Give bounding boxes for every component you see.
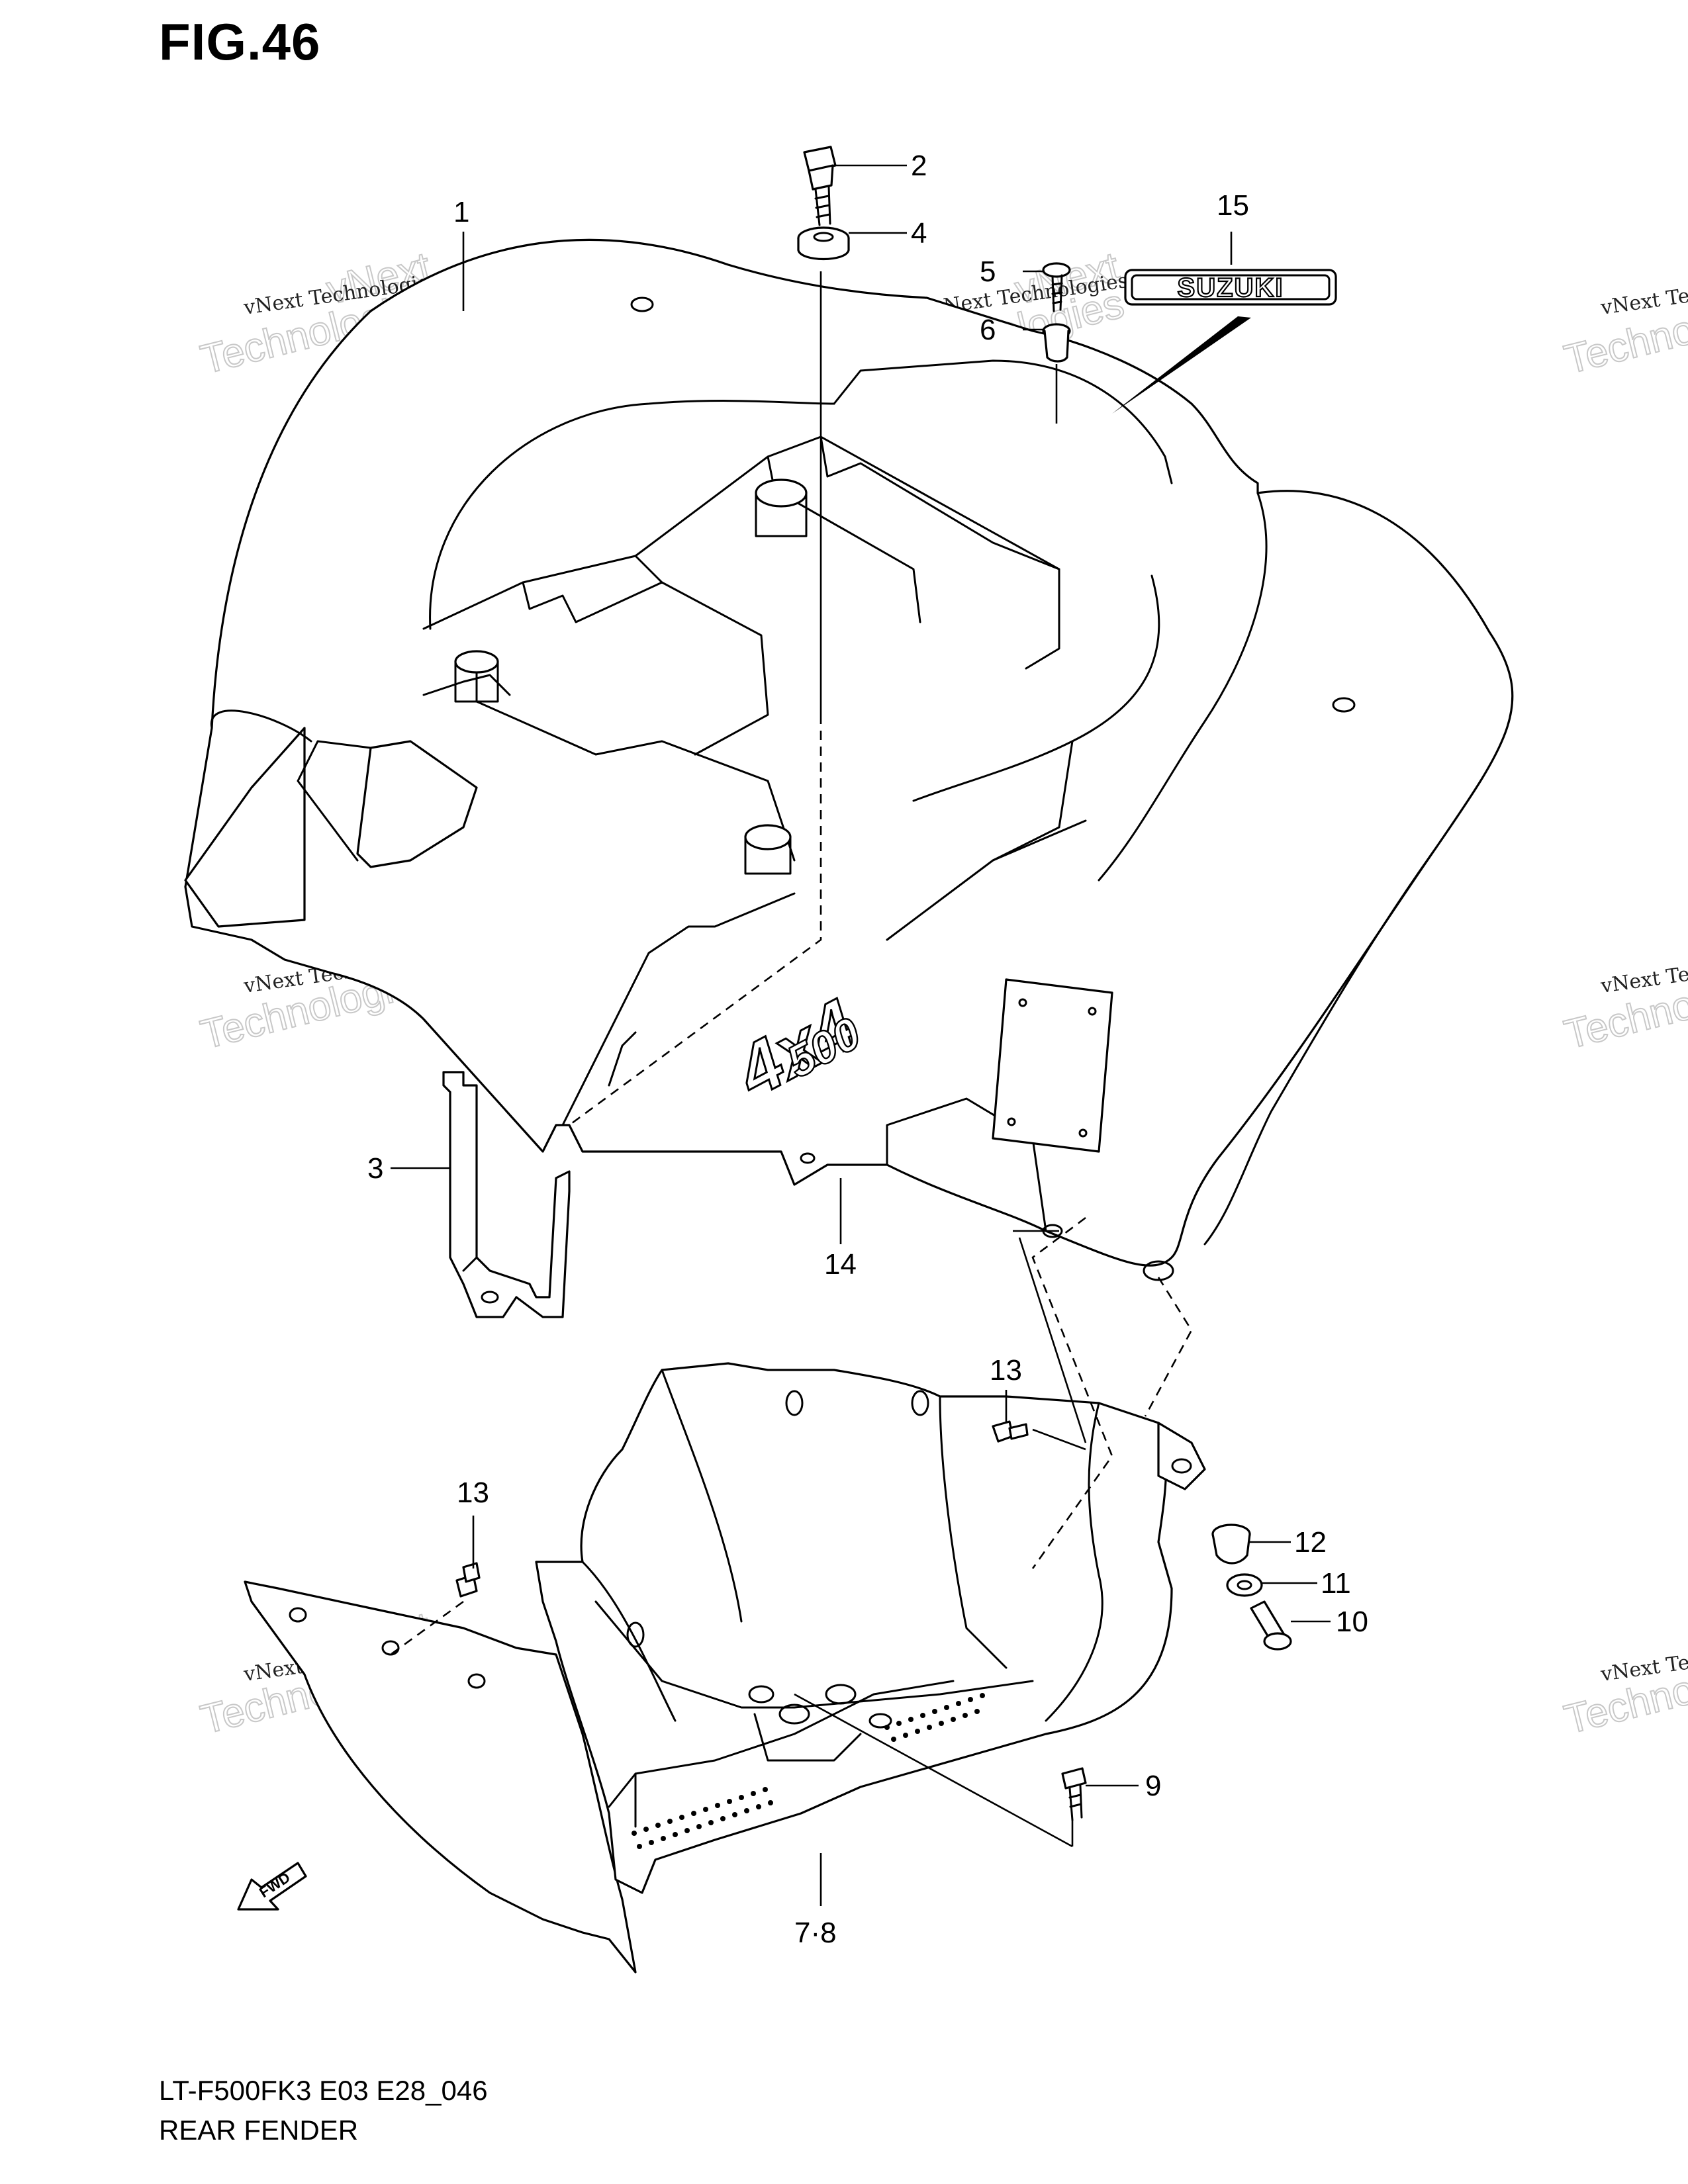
footrest-part-7-8: [244, 1362, 1206, 1974]
bolt-part-9: [1061, 1767, 1087, 1821]
grommet-part-6: [1042, 323, 1071, 363]
suzuki-emblem-text: SUZUKI: [1178, 273, 1284, 302]
clip-part-13-lower: [455, 1562, 481, 1598]
callout-6: 6: [980, 314, 996, 346]
callout-9: 9: [1145, 1770, 1161, 1802]
section-name: REAR FENDER: [159, 2115, 359, 2146]
rear-fender-part-1: [184, 238, 1514, 1281]
callout-13-upper: 13: [990, 1354, 1022, 1387]
callout-14: 14: [824, 1248, 857, 1281]
callout-7-8: 7·8: [794, 1917, 837, 1949]
clip-part-13-upper: [992, 1420, 1029, 1443]
washer-part-11: [1226, 1573, 1263, 1597]
callout-12: 12: [1294, 1526, 1327, 1559]
bracket-part-3: [442, 1071, 571, 1318]
callout-1: 1: [453, 196, 469, 228]
washer-part-4: [797, 226, 850, 260]
callout-11: 11: [1321, 1567, 1351, 1600]
screw-part-5: [1042, 262, 1071, 312]
collar-part-12: [1211, 1524, 1251, 1565]
dashed-assembly-lines: [390, 715, 1193, 1656]
figure-title: FIG.46: [159, 13, 321, 71]
leader-lines: [391, 164, 1331, 1906]
model-code: LT-F500FK3 E03 E28_046: [159, 2075, 488, 2106]
bolt-part-2: [803, 146, 837, 226]
callout-5: 5: [980, 255, 996, 288]
callout-2: 2: [911, 150, 927, 182]
callout-13-lower: 13: [457, 1477, 489, 1509]
suzuki-emblem-part-15: SUZUKI: [1112, 269, 1337, 414]
fwd-arrow-icon: FWD: [237, 1862, 307, 1911]
callout-3: 3: [367, 1152, 383, 1185]
callout-15: 15: [1217, 189, 1249, 222]
callout-4: 4: [911, 217, 927, 250]
callout-labels: 1 2 3 4 5 6 7·8 9 10 11 12 13 13 14 15: [367, 150, 1368, 1949]
callout-10: 10: [1336, 1606, 1368, 1638]
screw-part-10: [1250, 1600, 1292, 1651]
